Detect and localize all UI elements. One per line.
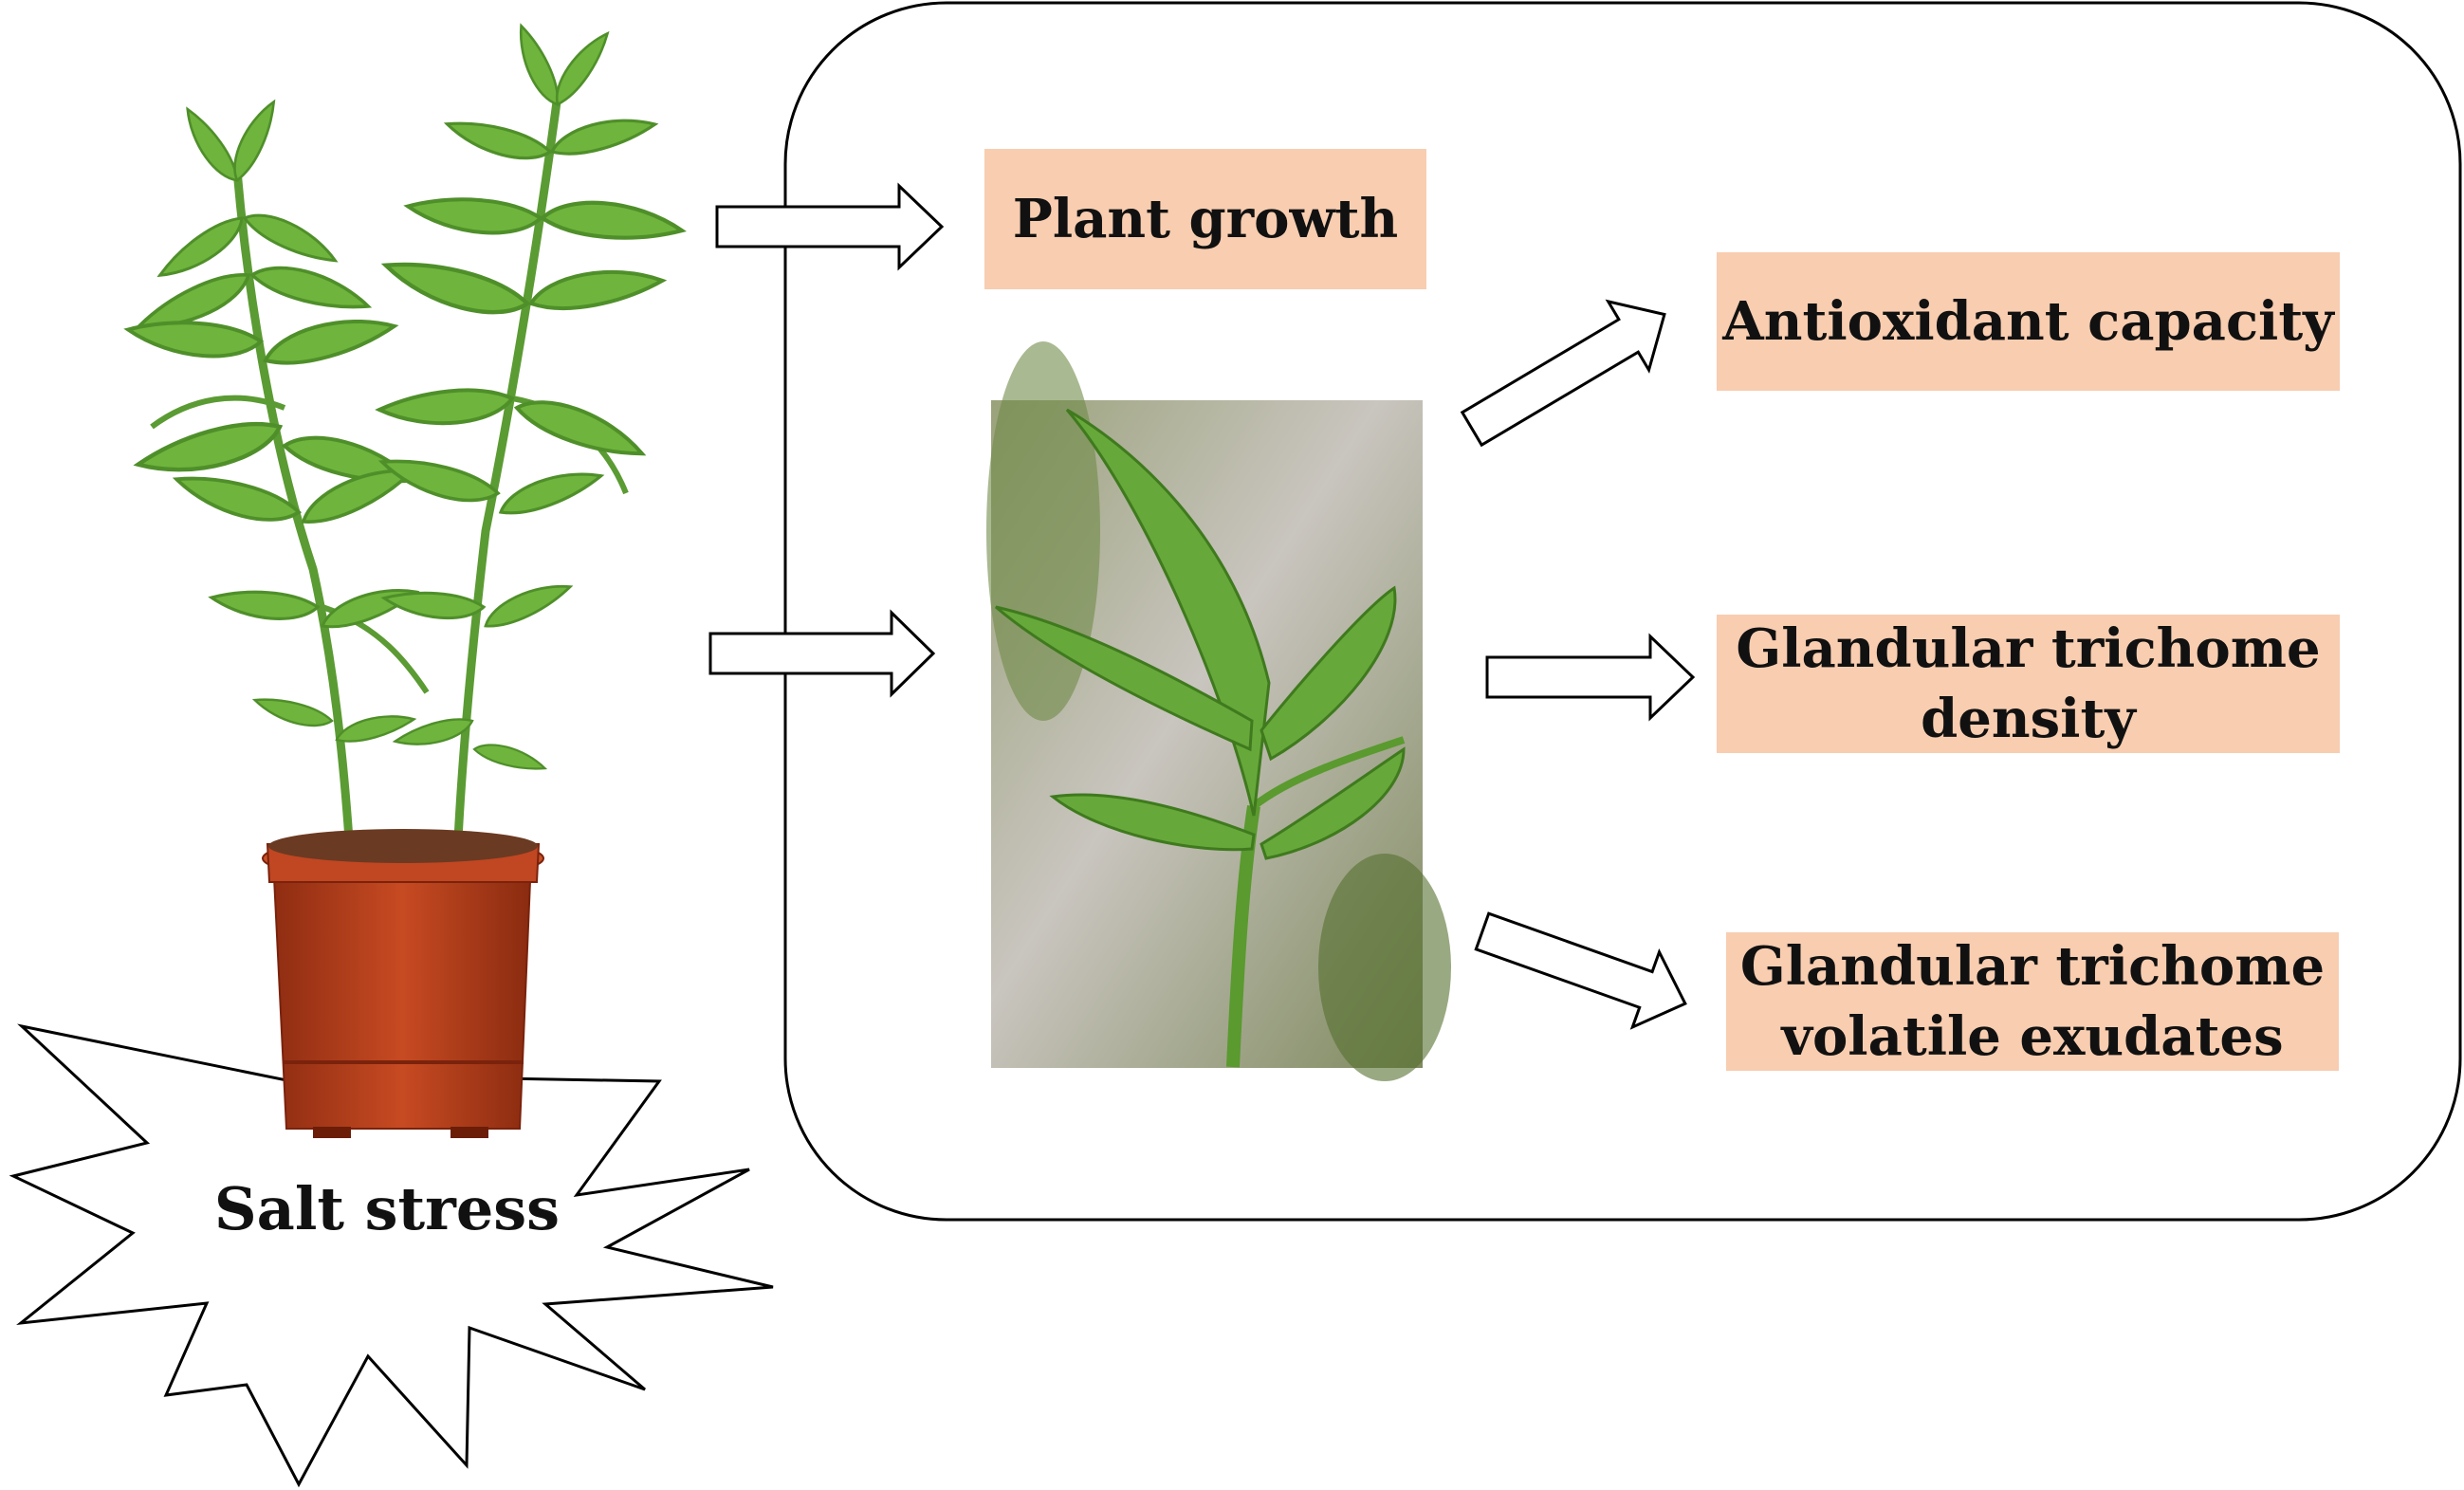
plant-growth-box: Plant growth	[984, 149, 1426, 289]
arrow-icon-volatile-exudates	[1474, 911, 1687, 1030]
trichome-density-box: Glandular trichome density	[1717, 615, 2340, 753]
trichome-density-label: Glandular trichome density	[1736, 617, 2321, 750]
plant-growth-label: Plant growth	[1012, 188, 1399, 250]
starburst-shape	[9, 1023, 774, 1488]
potted-plant-image	[123, 20, 685, 1138]
antioxidant-capacity-label: Antioxidant capacity	[1722, 290, 2334, 353]
leaf-closeup-image	[986, 341, 1451, 1081]
salt-stress-label: Salt stress	[213, 1174, 561, 1243]
volatile-exudates-label: Glandular trichome volatile exudates	[1739, 935, 2326, 1068]
response-container	[783, 1, 2462, 1222]
antioxidant-capacity-box: Antioxidant capacity	[1717, 252, 2340, 391]
arrow-icon-plant-growth	[715, 182, 945, 271]
volatile-exudates-box: Glandular trichome volatile exudates	[1726, 932, 2339, 1071]
arrow-icon-leaf	[708, 609, 936, 698]
arrow-icon-antioxidant	[1460, 299, 1666, 448]
arrow-icon-trichome-density	[1485, 633, 1696, 722]
